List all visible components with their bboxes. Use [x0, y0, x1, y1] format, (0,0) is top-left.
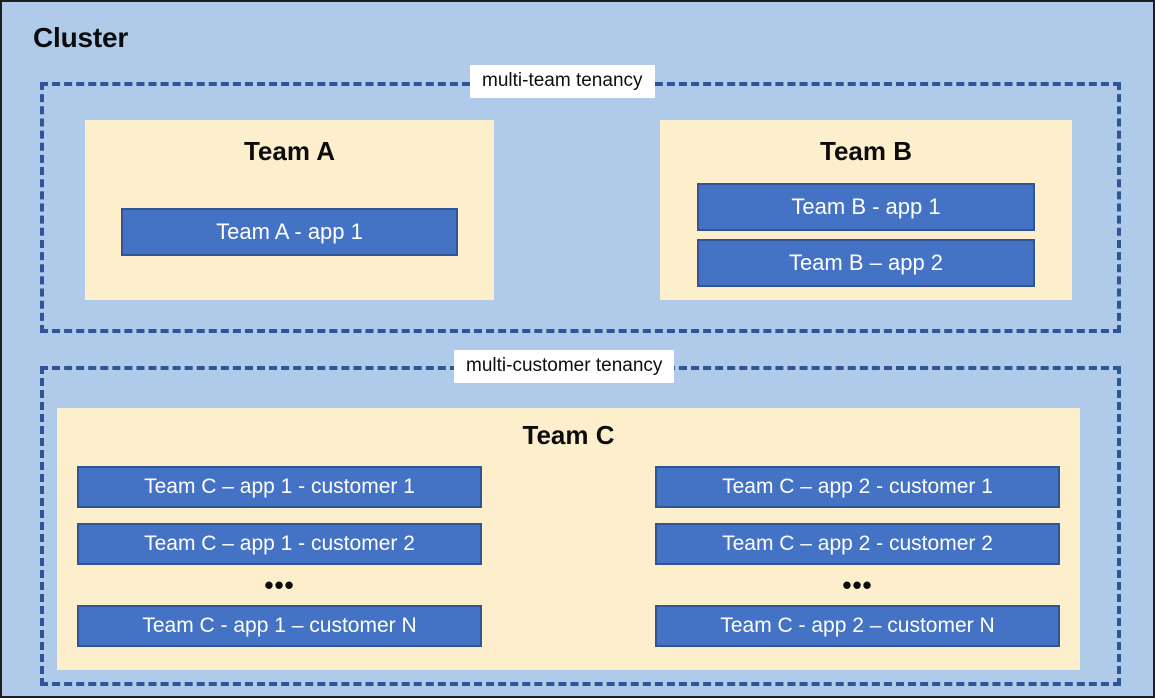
team-c-app-1-customer-n-box[interactable]: Team C - app 1 – customer N: [77, 605, 482, 647]
team-c-app-1-customer-2-box[interactable]: Team C – app 1 - customer 2: [77, 523, 482, 565]
team-a-panel: Team A Team A - app 1: [85, 120, 494, 300]
team-c-app-columns: Team C – app 1 - customer 1 Team C – app…: [57, 466, 1080, 647]
team-c-app-2-customer-1-box[interactable]: Team C – app 2 - customer 1: [655, 466, 1060, 508]
team-c-app-2-column: Team C – app 2 - customer 1 Team C – app…: [655, 466, 1060, 647]
team-a-app-1-box[interactable]: Team A - app 1: [121, 208, 458, 256]
team-c-app-2-ellipsis: •••: [842, 570, 873, 600]
team-c-app-1-customer-1-box[interactable]: Team C – app 1 - customer 1: [77, 466, 482, 508]
team-c-app-1-ellipsis: •••: [264, 570, 295, 600]
cluster-title: Cluster: [33, 22, 129, 53]
team-a-title: Team A: [243, 136, 336, 166]
multi-team-tenancy-label: multi-team tenancy: [470, 65, 655, 98]
team-b-app-2-box[interactable]: Team B – app 2: [697, 239, 1035, 287]
team-c-panel: Team C Team C – app 1 - customer 1 Team …: [57, 408, 1080, 670]
team-c-app-1-column: Team C – app 1 - customer 1 Team C – app…: [77, 466, 482, 647]
team-c-app-2-customer-n-box[interactable]: Team C - app 2 – customer N: [655, 605, 1060, 647]
team-b-panel: Team B Team B - app 1 Team B – app 2: [660, 120, 1072, 300]
team-b-title: Team B: [820, 136, 912, 166]
team-c-title: Team C: [522, 420, 615, 450]
team-c-app-2-customer-2-box[interactable]: Team C – app 2 - customer 2: [655, 523, 1060, 565]
multi-customer-tenancy-label: multi-customer tenancy: [454, 350, 675, 383]
team-b-app-1-box[interactable]: Team B - app 1: [697, 183, 1035, 231]
